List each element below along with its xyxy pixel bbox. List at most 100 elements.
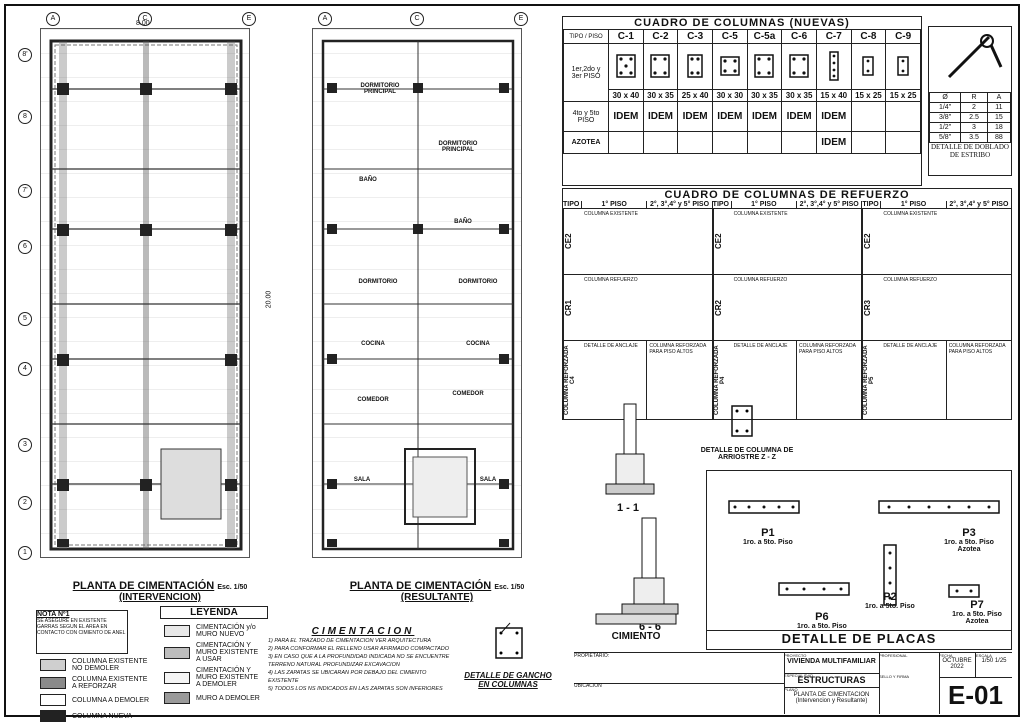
section-z-z-label: DETALLE DE COLUMNA DE ARRIOSTRE Z - Z <box>700 447 794 461</box>
tb-profesional: PROFESIONAL SELLO Y FIRMA <box>879 653 940 714</box>
legend-label: MURO A DEMOLER <box>196 694 260 702</box>
column-section-icon <box>850 43 887 90</box>
legend-item: COLUMNA EXISTENTE A REFORZAR <box>40 676 152 690</box>
ref-anclaje: DETALLE DE ANCLAJE <box>732 341 798 419</box>
tb-proyecto-value: VIVIENDA MULTIFAMILIAR <box>787 658 876 665</box>
plates-drawing <box>728 500 1000 606</box>
tb-plano-label: PLANO <box>784 687 798 692</box>
idem-cell: IDEM <box>815 131 852 154</box>
tb-especialidad-label: ESPECIALIDAD <box>784 673 814 678</box>
axis-letter: C <box>138 12 152 26</box>
plan-right-title: PLANTA DE CIMENTACIÓN <box>349 580 492 592</box>
plate-name: P2 <box>883 591 897 603</box>
section-1-1-drawing <box>605 403 655 495</box>
legend-item: CIMENTACIÓN Y MURO EXISTENTE A USAR <box>164 642 262 663</box>
tb-especialidad-value: ESTRUCTURAS <box>797 675 866 685</box>
stirrup-cell: 15 <box>986 112 1012 123</box>
legend-label: COLUMNA EXISTENTE NO DEMOLER <box>72 658 148 672</box>
cimentacion-line: 5) TODOS LOS NS INDICADOS EN LAS ZAPATAS… <box>268 686 443 692</box>
note-text: SE ASEGURE EN EXISTENTE GARRAS SEGUN EL … <box>37 618 126 636</box>
ref-reforzada: COLUMNA REFORZADA PARA PISO ALTOS <box>649 343 707 355</box>
room-label: COCINA <box>466 341 490 347</box>
dim-top: 8.00 <box>136 20 150 27</box>
plate-sub: 1ro. a 5to. Piso <box>797 623 847 630</box>
legend-item: COLUMNA EXISTENTE NO DEMOLER <box>40 658 152 672</box>
room-label: BAÑO <box>454 219 472 225</box>
legend-swatch <box>164 646 190 659</box>
ref-head-2: 2°, 3°,4° y 5° PISO <box>649 201 710 208</box>
plates-title-bar: DETALLE DE PLACAS <box>706 630 1012 650</box>
axis-letter: A <box>46 12 60 26</box>
section-1-1: 1 - 1 <box>578 402 678 514</box>
column-section-icon <box>781 43 817 90</box>
ref-reforzada: COLUMNA REFORZADA PARA PISO ALTOS <box>799 343 856 355</box>
ref-anclaje: DETALLE DE ANCLAJE <box>582 341 648 419</box>
column-section-icon <box>815 43 852 90</box>
col-header: C-5a <box>746 29 783 44</box>
ref-head-2: 2°, 3°,4° y 5° PISO <box>799 201 859 208</box>
plate-sub: 1ro. a 5to. Piso Azotea <box>952 611 1002 625</box>
tb-especialidad: ESPECIALIDAD ESTRUCTURAS <box>784 673 880 688</box>
ref-type: CE2 <box>712 209 732 274</box>
axis-letter: E <box>242 12 256 26</box>
plan-left-scale: Esc. 1/50 <box>217 584 248 591</box>
ref-existente: COLUMNA EXISTENTE <box>733 211 788 217</box>
col-header: C-1 <box>608 29 644 44</box>
ref-type: CR2 <box>712 275 732 340</box>
ref-refuerzo: COLUMNA REFUERZO <box>733 277 788 283</box>
idem-cell: IDEM <box>677 101 713 132</box>
col-dim: 25 x 40 <box>677 89 713 102</box>
tb-fecha-value: OCTUBRE 2022 <box>942 658 972 670</box>
col-header: C-9 <box>885 29 921 44</box>
stirrup-cell: 3/8" <box>928 112 962 123</box>
col-dim: 15 x 25 <box>850 89 887 102</box>
tb-propietario: PROPIETARIO: <box>574 653 785 684</box>
stirrup-cell: 1/2" <box>928 122 962 133</box>
plan-left-title: PLANTA DE CIMENTACIÓN <box>72 580 215 592</box>
section-1-1-label: 1 - 1 <box>616 502 639 514</box>
ref-reforzada: COLUMNA REFORZADA PARA PISO ALTOS <box>948 343 1006 355</box>
room-label: DORMITORIO PRINCIPAL <box>438 141 478 153</box>
tb-escala-label: ESCALA <box>976 653 992 658</box>
legend-label: COLUMNA EXISTENTE A REFORZAR <box>72 676 148 690</box>
stirrup-cell: 5/8" <box>928 132 962 143</box>
col-dim: 30 x 40 <box>608 89 644 102</box>
cimentacion-line: 4) LAS ZAPATAS SE UBICARAN POR DEBAJO DE… <box>268 670 427 684</box>
note-box: NOTA Nº1 SE ASEGURE EN EXISTENTE GARRAS … <box>36 610 128 654</box>
tb-sello-label: SELLO Y FIRMA <box>879 674 910 679</box>
column-section-icon <box>885 43 921 90</box>
plan-resultante: DORMITORIO PRINCIPAL DORMITORIO PRINCIPA… <box>312 28 522 558</box>
stirrup-cell: 11 <box>986 102 1012 113</box>
column-section-icon <box>608 43 644 90</box>
ref-head-2: 2°, 3°,4° y 5° PISO <box>949 201 1009 208</box>
dim-side: 20.00 <box>265 290 273 309</box>
plan-right-sub: (RESULTANTE) <box>400 592 474 603</box>
tb-escala-value: 1/50 1/25 <box>981 658 1007 664</box>
plate-name: P1 <box>761 527 775 539</box>
ref-existente: COLUMNA EXISTENTE <box>883 211 938 217</box>
ref-existente: COLUMNA EXISTENTE <box>584 211 638 217</box>
ref-type: CE2 <box>862 209 882 274</box>
room-label: COMEDOR <box>452 391 484 397</box>
plan-intervencion-title: PLANTA DE CIMENTACIÓN Esc. 1/50 (INTERVE… <box>40 580 280 610</box>
axis-letter: E <box>514 12 528 26</box>
plan-left-sub: (INTERVENCION) <box>118 592 202 603</box>
room-label: BAÑO <box>359 177 377 183</box>
ref-head-1: 1° PISO <box>582 201 648 208</box>
axis-letter: A <box>318 12 332 26</box>
ref-head-tipo: TIPO <box>862 201 882 208</box>
legend-box: LEYENDA COLUMNA EXISTENTE NO DEMOLER COL… <box>36 606 268 722</box>
plan-right-scale: Esc. 1/50 <box>494 584 525 591</box>
idem-cell: IDEM <box>781 101 817 132</box>
tb-profesional-label: PROFESIONAL <box>879 653 908 658</box>
ref-type: COLUMNA REFORZADA P5 <box>862 341 882 419</box>
plate-item: P1 1ro. a 5to. Piso <box>743 527 793 546</box>
section-6-6-drawing <box>621 517 679 615</box>
tb-proyecto: PROYECTO VIVIENDA MULTIFAMILIAR <box>784 653 880 674</box>
legend-label: COLUMNA A DEMOLER <box>72 696 150 704</box>
legend-item: CIMENTACIÓN y/o MURO NUEVO <box>164 624 262 638</box>
legend-swatch <box>40 677 66 689</box>
stirrup-col: A <box>986 92 1012 103</box>
